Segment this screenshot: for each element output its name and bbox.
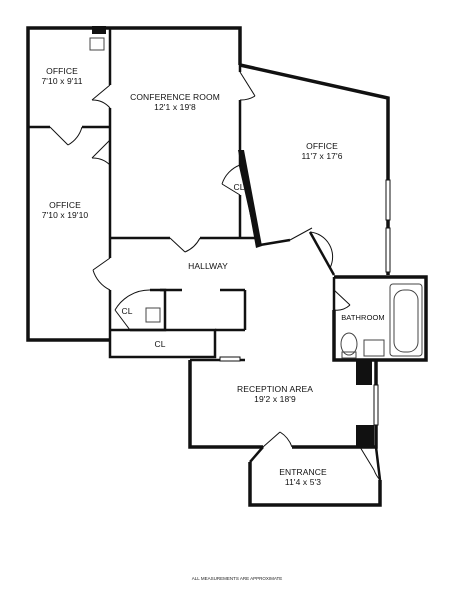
closet-small-label: CL [121,306,132,316]
wall-left-outer [26,26,110,342]
door-hall-left [92,257,111,291]
wall-reception-left [188,360,263,449]
bathtub-inner-icon [393,289,419,353]
bath-sink-icon [363,339,385,357]
wall-top [110,26,242,65]
office-left-name: OFFICE [49,200,81,210]
door-bathroom [333,289,351,311]
conference-room-name: CONFERENCE ROOM [130,92,220,102]
door-closet-cl [221,164,241,196]
column-reception-right [356,425,374,447]
closet-conference-label: CL [233,182,244,192]
toilet-icon [340,332,358,356]
closet-long-label: CL [154,339,165,349]
bathroom-label: BATHROOM [341,313,385,322]
conference-room-size: 12'1 x 19'8 [154,102,196,112]
wall-entrance-left [249,446,264,463]
door-office-left [49,126,83,146]
door-entrance-outer [359,446,381,481]
window-reception [373,384,379,426]
reception-area-name: RECEPTION AREA [237,384,313,394]
office-left-size: 7'10 x 19'10 [42,210,89,220]
wall-entrance [248,462,382,507]
columns [92,26,374,447]
entrance-size: 11'4 x 5'3 [285,477,321,487]
column-top-left [92,26,106,34]
door-conference [169,237,201,253]
wall-office-diagonal [308,231,336,276]
wall-entrance-right [374,446,382,481]
hallway-label: HALLWAY [188,261,228,271]
door-closet-small [114,289,151,331]
reception-area-size: 19'2 x 18'9 [254,394,296,404]
windows [219,179,391,426]
office-right-size: 11'7 x 17'6 [301,151,342,161]
bathtub-icon [389,283,423,357]
office-top-left-name: OFFICE [46,66,78,76]
fixtures [89,37,423,359]
measurement-footnote: ALL MEASUREMENTS ARE APPROXIMATE [192,576,283,581]
column-diagonal [238,150,262,248]
wall-hall-top-right [259,238,291,247]
doors [49,71,381,481]
toilet-tank-icon [341,351,357,359]
window-right-2 [385,227,391,273]
entrance-name: ENTRANCE [279,467,327,477]
window-right-1 [385,179,391,221]
sink-office-icon [89,37,105,51]
door-entrance [262,431,293,448]
window-hall [219,356,241,362]
office-right-name: OFFICE [306,141,338,151]
office-top-left-size: 7'10 x 9'11 [41,76,82,86]
wall-closet-long [108,328,217,359]
column-bath-corner [356,360,372,385]
sink-closet-icon [145,307,161,323]
door-office-right [239,71,256,101]
door-office-left-2 [91,139,111,166]
door-office-top [91,84,111,109]
door-office-right-bottom [289,227,334,269]
